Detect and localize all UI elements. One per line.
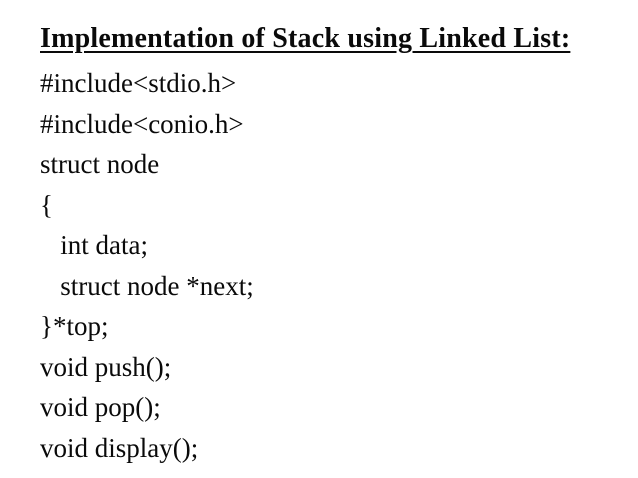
code-line-int-data: int data;: [40, 230, 148, 260]
code-line-void-display: void display();: [40, 432, 199, 463]
code-line-include-stdio: #include<stdio.h>: [40, 68, 237, 98]
code-line-void-push: void push();: [40, 351, 172, 382]
code-line-open-brace: {: [40, 189, 53, 220]
code-line-struct-node: struct node: [40, 149, 160, 179]
code-block: #include<stdio.h> #include<conio.h> stru…: [40, 63, 628, 468]
slide-title: Implementation of Stack using Linked Lis…: [40, 23, 571, 54]
code-line-include-conio: #include<conio.h>: [40, 108, 244, 139]
code-line-void-pop: void pop();: [40, 392, 161, 422]
code-line-close-brace-top: }*top;: [40, 311, 109, 341]
code-line-struct-next: struct node *next;: [40, 270, 254, 301]
